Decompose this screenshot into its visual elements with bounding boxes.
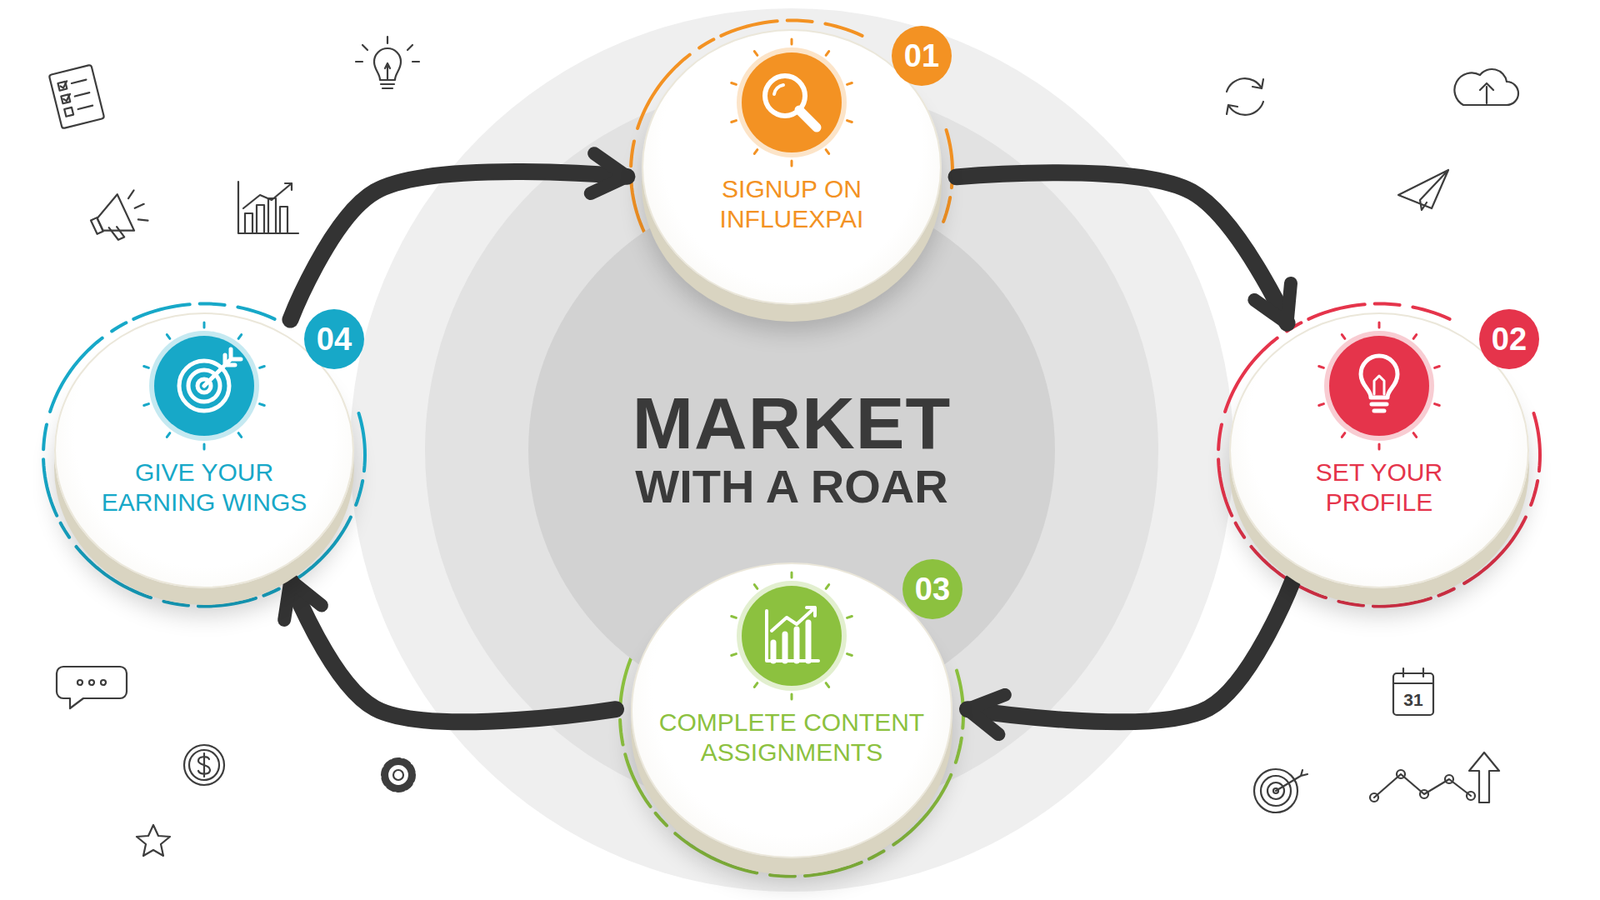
bar-chart-doodle	[280, 206, 288, 234]
target-doodle	[1275, 770, 1308, 791]
line-chart-doodle	[1370, 793, 1379, 802]
step-circle: 01SIGNUP ON INFLUEXPAI	[641, 29, 942, 305]
checklist-doodle	[49, 65, 105, 130]
step-circle: 04GIVE YOUR EARNING WINGS	[54, 312, 355, 589]
step-label: SET YOUR PROFILE	[1295, 457, 1463, 518]
speech-bubble-doodle	[100, 680, 106, 685]
megaphone-doodle	[90, 217, 104, 235]
step-circle: 03COMPLETE CONTENT ASSIGNMENTS	[630, 562, 953, 859]
step-icon	[1308, 319, 1450, 453]
gear-doodle	[393, 770, 404, 780]
step-number: 03	[902, 559, 963, 620]
coin-doodle	[184, 745, 225, 785]
gear-doodle	[384, 760, 413, 790]
cloud-doodle	[1454, 69, 1519, 105]
cloud-doodle	[1480, 83, 1494, 104]
bulb-doodle	[355, 36, 420, 89]
paper-plane-doodle	[1398, 170, 1449, 210]
star-doodle	[136, 825, 170, 856]
step-label: SIGNUP ON INFLUEXPAI	[666, 174, 917, 235]
step-number: 01	[891, 25, 952, 86]
step-number: 02	[1479, 309, 1540, 370]
line-chart-doodle	[1396, 770, 1405, 779]
speech-bubble-doodle	[56, 666, 127, 709]
checklist-doodle	[49, 65, 105, 130]
step-circle: 02SET YOUR PROFILE	[1229, 312, 1530, 589]
background-rings	[350, 8, 1234, 892]
line-chart-doodle	[1374, 774, 1471, 798]
megaphone-doodle	[91, 194, 135, 243]
checklist-doodle	[59, 76, 93, 113]
speech-bubble-doodle	[77, 680, 83, 685]
checklist-doodle	[64, 107, 74, 117]
gear-doodle	[384, 760, 413, 790]
calendar-day: 31	[1403, 690, 1423, 710]
step-number: 04	[304, 309, 365, 370]
speech-bubble-doodle	[56, 666, 127, 709]
megaphone-doodle	[85, 185, 154, 247]
refresh-doodle	[1226, 78, 1264, 92]
calendar-doodle	[1393, 673, 1434, 715]
line-chart-doodle	[1370, 752, 1500, 803]
step-icon	[133, 319, 275, 453]
cycle-arrow	[290, 580, 616, 722]
refresh-doodle	[1226, 101, 1264, 115]
bar-chart-doodle	[256, 205, 265, 234]
bar-chart-doodle	[245, 213, 253, 234]
calendar-doodle	[1393, 668, 1434, 715]
coin-doodle	[184, 745, 225, 785]
megaphone-doodle	[109, 223, 125, 241]
bulb-doodle	[355, 36, 420, 62]
line-chart-doodle	[1420, 790, 1429, 799]
headline: MARKET	[632, 386, 951, 460]
dashed-ring	[43, 304, 365, 607]
target-doodle	[1254, 769, 1308, 813]
cloud-doodle	[1454, 69, 1519, 105]
bar-chart-doodle	[238, 181, 299, 234]
bar-chart-doodle	[243, 183, 292, 209]
gear-doodle	[387, 764, 410, 786]
megaphone-doodle	[125, 189, 151, 225]
step-icon	[720, 35, 863, 170]
dashed-ring	[1218, 304, 1540, 607]
speech-bubble-doodle	[89, 680, 95, 685]
bar-chart-doodle	[238, 181, 299, 234]
line-chart-doodle	[1445, 775, 1454, 784]
cycle-arrow	[967, 580, 1294, 722]
bar-chart-doodle	[268, 198, 276, 234]
background-rings	[350, 8, 1234, 892]
subheadline: WITH A ROAR	[635, 460, 948, 514]
star-doodle	[136, 825, 170, 856]
dashed-rings	[43, 20, 1540, 877]
refresh-doodle	[1226, 78, 1264, 115]
line-chart-doodle	[1466, 791, 1475, 800]
step-icon	[720, 569, 863, 703]
step-label: GIVE YOUR EARNING WINGS	[83, 457, 325, 518]
coin-doodle	[189, 750, 220, 780]
step-label: COMPLETE CONTENT ASSIGNMENTS	[654, 707, 930, 768]
coin-doodle	[198, 753, 210, 777]
line-chart-doodle	[1469, 752, 1500, 803]
calendar-doodle	[1393, 668, 1434, 684]
bulb-doodle	[380, 63, 395, 89]
paper-plane-doodle	[1398, 170, 1449, 210]
